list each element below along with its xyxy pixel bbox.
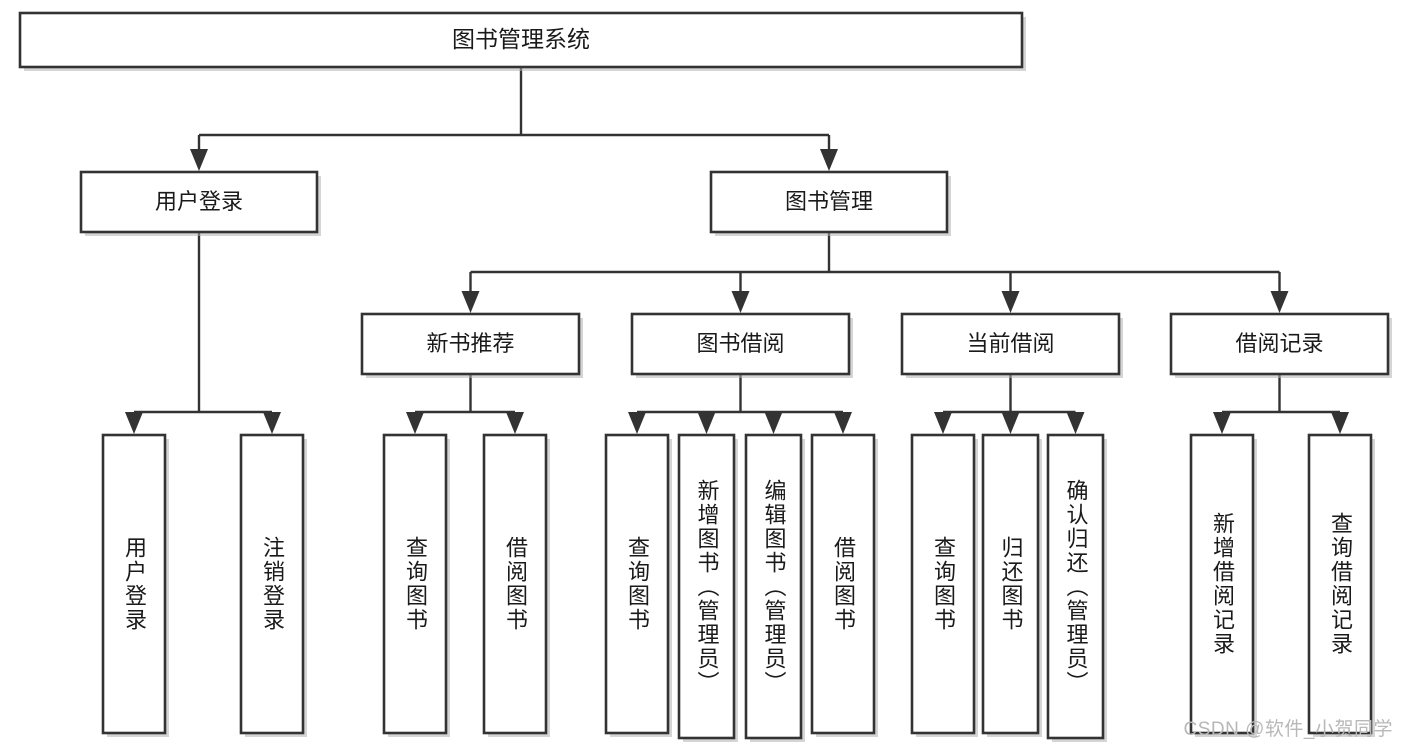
node-level3-3[interactable]: 借阅记录 (1169, 312, 1392, 378)
arrow-head-icon (1066, 412, 1085, 434)
node-level2-0[interactable]: 用户登录 (79, 170, 321, 236)
arrow-head-icon (834, 412, 852, 434)
arrow-head-icon (125, 412, 143, 434)
arrow-head-icon (190, 149, 208, 171)
node-root-图书管理系统-rect[interactable] (18, 11, 1024, 69)
arrow-head-icon (934, 412, 952, 434)
node-level3-2-label: 当前借阅 (966, 331, 1054, 356)
node-level3-0[interactable]: 新书推荐 (360, 312, 583, 378)
node-level3-3-rect[interactable] (1169, 312, 1390, 376)
arrow-head-icon (1001, 291, 1020, 313)
node-leaf-5[interactable] (677, 433, 738, 742)
node-leaf-5-rect[interactable] (677, 433, 736, 740)
arrow-head-icon (820, 149, 838, 171)
node-level3-1-rect[interactable] (630, 312, 851, 376)
node-leaf-1-rect[interactable] (239, 433, 305, 735)
arrow-head-icon (764, 412, 783, 434)
node-leaf-3[interactable] (482, 433, 550, 737)
node-level2-1-rect[interactable] (709, 170, 949, 234)
node-level3-3-label: 借阅记录 (1235, 331, 1323, 356)
arrow-head-icon (461, 291, 480, 313)
arrow-head-icon (506, 412, 524, 434)
node-level2-0-rect[interactable] (79, 170, 319, 234)
node-leaf-10[interactable] (1046, 433, 1107, 742)
node-leaf-0-rect[interactable] (101, 433, 167, 735)
node-level2-0-label: 用户登录 (155, 189, 243, 214)
node-leaf-4[interactable] (604, 433, 672, 737)
node-leaf-4-rect[interactable] (604, 433, 670, 735)
node-level2-1[interactable]: 图书管理 (709, 170, 951, 236)
node-level3-1[interactable]: 图书借阅 (630, 312, 853, 378)
node-leaf-11-rect[interactable] (1189, 433, 1255, 735)
node-leaf-2[interactable] (382, 433, 450, 737)
node-level3-2-rect[interactable] (900, 312, 1121, 376)
node-leaf-12-rect[interactable] (1307, 433, 1373, 735)
arrow-head-icon (731, 291, 750, 313)
node-leaf-12[interactable] (1307, 433, 1375, 737)
watermark-text: CSDN @软件_小贺同学 (1183, 719, 1393, 740)
node-level2-1-label: 图书管理 (785, 189, 873, 214)
arrow-head-icon (263, 412, 281, 434)
node-root-图书管理系统-label: 图书管理系统 (452, 26, 590, 52)
node-level3-1-label: 图书借阅 (696, 331, 784, 356)
arrow-head-icon (1331, 412, 1349, 434)
node-level3-0-rect[interactable] (360, 312, 581, 376)
node-leaf-0[interactable] (101, 433, 169, 737)
arrow-head-icon (406, 412, 424, 434)
arrow-head-icon (1270, 291, 1289, 313)
node-leaf-3-rect[interactable] (482, 433, 548, 735)
arrow-head-icon (628, 412, 646, 434)
arrow-head-icon (697, 412, 716, 434)
node-leaf-11[interactable] (1189, 433, 1257, 737)
node-root-图书管理系统[interactable]: 图书管理系统 (18, 11, 1026, 71)
node-leaf-7-rect[interactable] (810, 433, 876, 735)
arrow-head-icon (1213, 412, 1231, 434)
node-leaf-9-rect[interactable] (981, 433, 1040, 735)
node-leaf-1[interactable] (239, 433, 307, 737)
node-leaf-10-rect[interactable] (1046, 433, 1105, 740)
node-leaf-9[interactable] (981, 433, 1042, 737)
node-leaf-8-rect[interactable] (910, 433, 976, 735)
node-leaf-6-rect[interactable] (744, 433, 803, 740)
node-level3-0-label: 新书推荐 (426, 331, 514, 356)
node-leaf-6[interactable] (744, 433, 805, 742)
node-leaf-2-rect[interactable] (382, 433, 448, 735)
connector-layer (125, 67, 1349, 434)
node-leaf-7[interactable] (810, 433, 878, 737)
node-level3-2[interactable]: 当前借阅 (900, 312, 1123, 378)
node-leaf-8[interactable] (910, 433, 978, 737)
arrow-head-icon (1001, 412, 1020, 434)
